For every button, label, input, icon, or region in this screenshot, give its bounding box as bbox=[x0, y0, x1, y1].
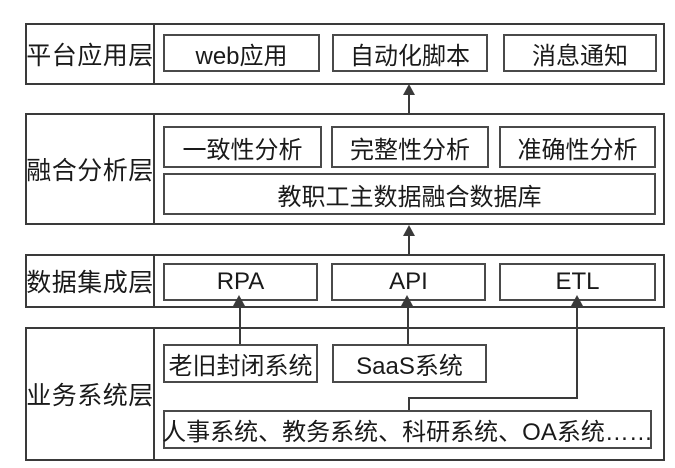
node-staff-master-data-fusion-database: 教职工主数据融合数据库 bbox=[163, 173, 656, 215]
arrow-up-icon bbox=[403, 84, 415, 95]
node-rpa: RPA bbox=[163, 263, 318, 301]
arrow-up-icon bbox=[233, 295, 245, 306]
node-api: API bbox=[331, 263, 486, 301]
arrow-up-icon bbox=[571, 295, 583, 306]
node-consistency-analysis: 一致性分析 bbox=[163, 126, 322, 168]
arrow-up-icon bbox=[403, 225, 415, 236]
connector-vertical bbox=[576, 305, 578, 398]
layer-label-platform-application: 平台应用层 bbox=[26, 25, 155, 83]
node-completeness-analysis: 完整性分析 bbox=[331, 126, 489, 168]
layer-label-business-systems: 业务系统层 bbox=[26, 329, 155, 459]
node-saas-systems: SaaS系统 bbox=[332, 344, 487, 383]
connector-horizontal bbox=[408, 397, 578, 399]
node-etl: ETL bbox=[499, 263, 656, 301]
layer-label-data-integration: 数据集成层 bbox=[26, 256, 155, 306]
node-message-notification: 消息通知 bbox=[503, 34, 657, 72]
node-business-systems-list: 人事系统、教务系统、科研系统、OA系统…… bbox=[162, 410, 653, 449]
layer-label-fusion-analysis: 融合分析层 bbox=[26, 115, 155, 223]
node-legacy-closed-systems: 老旧封闭系统 bbox=[163, 344, 318, 383]
connector-stub bbox=[408, 398, 410, 410]
node-automation-script: 自动化脚本 bbox=[332, 34, 488, 72]
arrow-line bbox=[407, 305, 409, 344]
node-accuracy-analysis: 准确性分析 bbox=[499, 126, 656, 168]
arrow-up-icon bbox=[401, 295, 413, 306]
node-web-app: web应用 bbox=[163, 34, 320, 72]
arrow-line bbox=[408, 235, 410, 254]
arrow-line bbox=[408, 94, 410, 113]
arrow-line bbox=[239, 305, 241, 344]
